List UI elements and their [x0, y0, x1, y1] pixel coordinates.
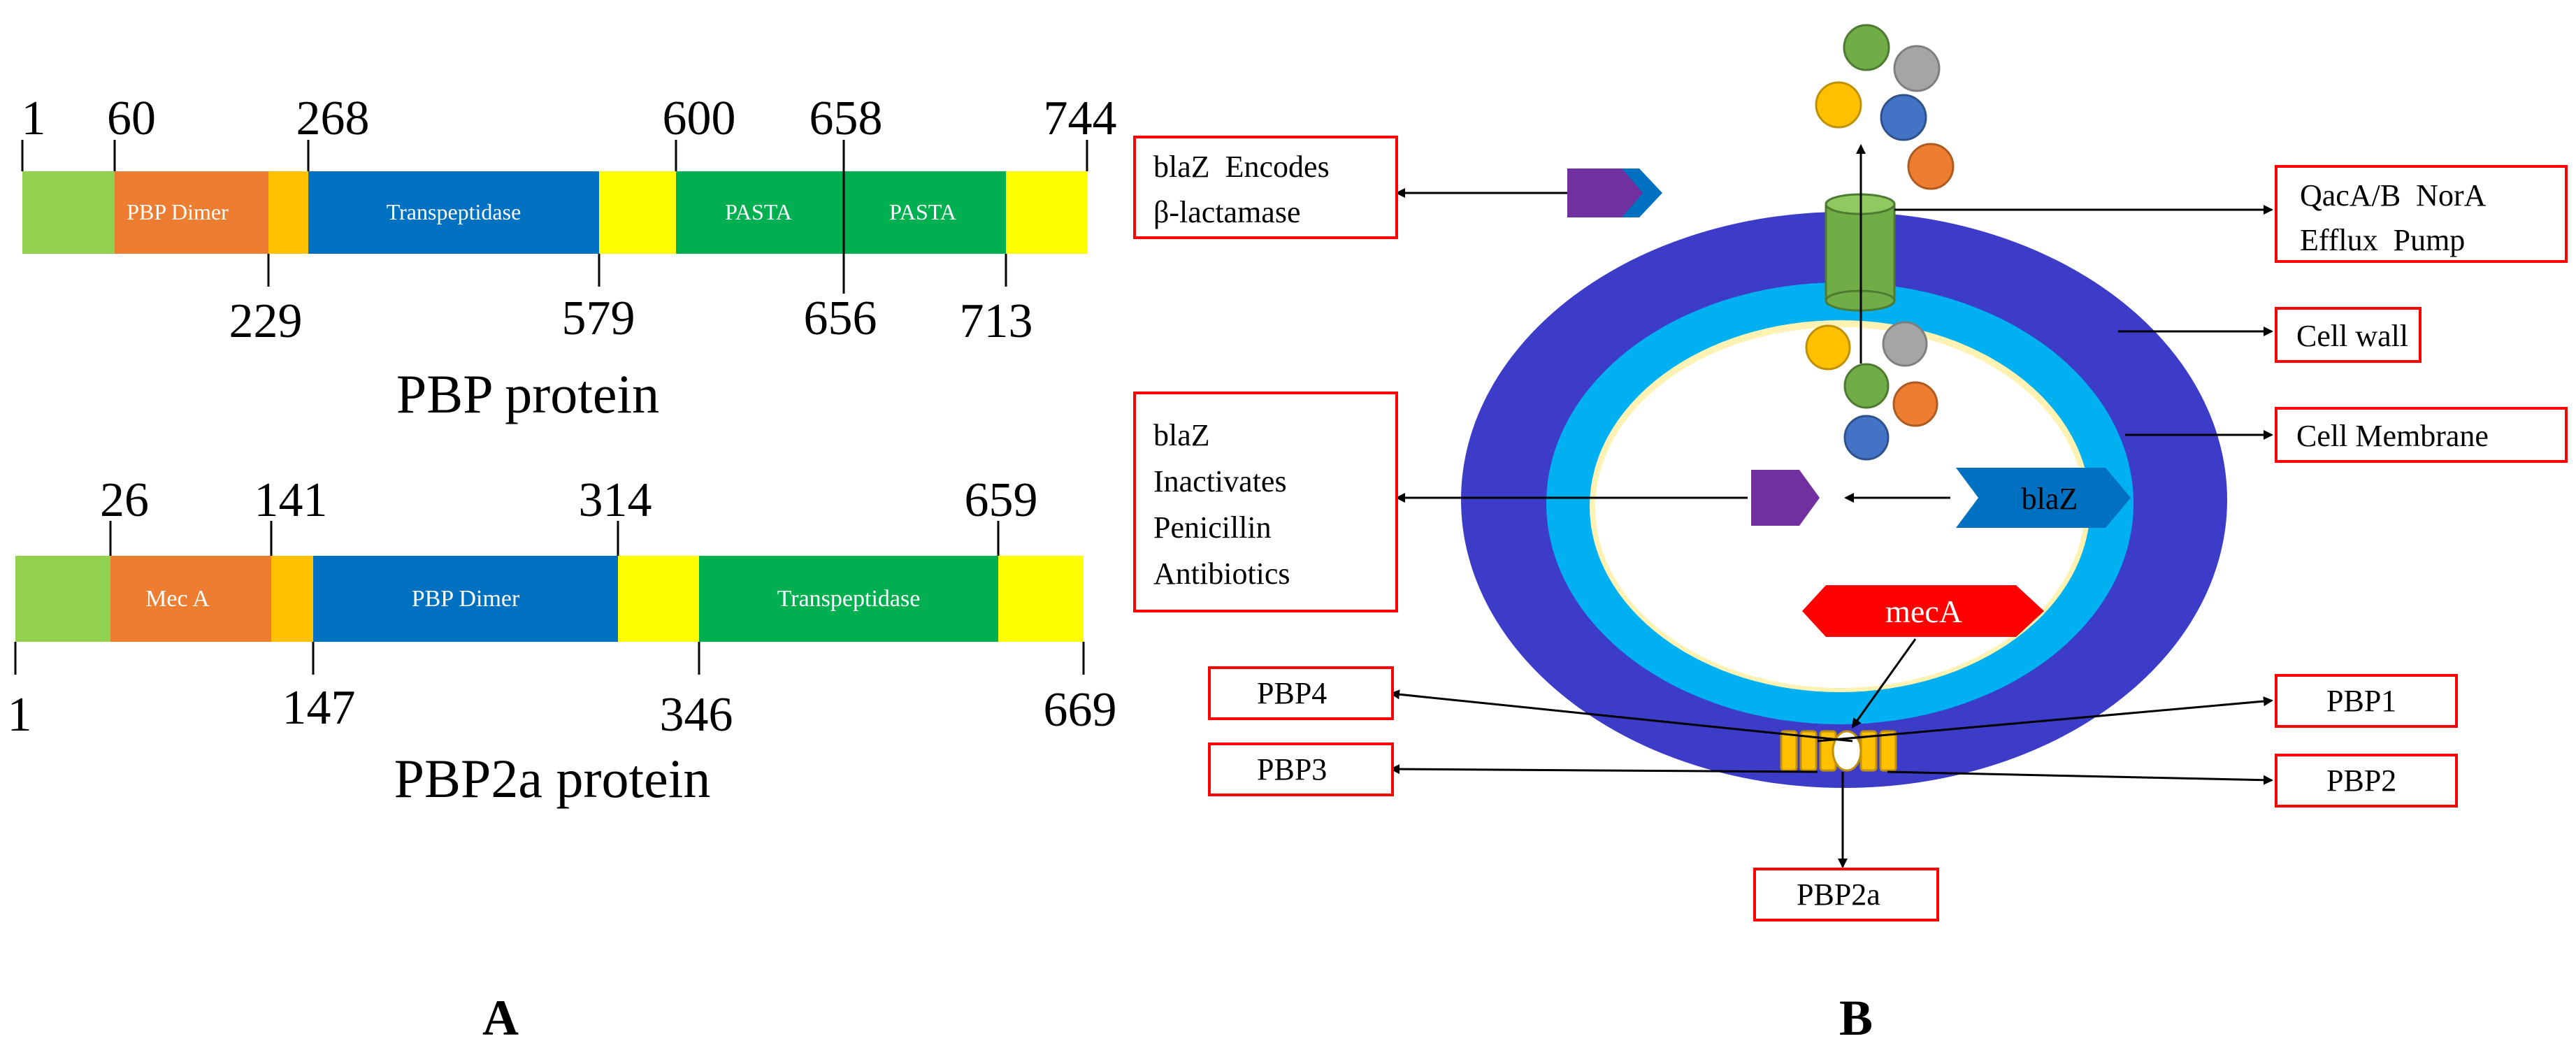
box-efflux-pump	[2275, 165, 2568, 263]
label-efflux-line1: QacA/B NorA	[2300, 178, 2487, 213]
pbp-num-744: 744	[1044, 92, 1117, 145]
pbp2a-segment-transpeptidase	[699, 556, 998, 642]
pbp-num-60: 60	[107, 92, 156, 145]
meca-gene-icon: mecA	[1802, 585, 2044, 637]
pbp-num-600: 600	[663, 92, 736, 145]
label-efflux-line2: Efflux Pump	[2300, 223, 2465, 257]
blaz-gene-icon-outside	[1567, 168, 1662, 217]
pbp2a-num-1: 1	[8, 688, 32, 742]
label-blaz-inact-line3: Penicillin	[1153, 510, 1272, 545]
pbp-domain-transpeptidase: Transpeptidase	[387, 199, 521, 224]
pbp-proteins-icon	[1780, 730, 1897, 772]
pbp2a-segment-yellow-2	[998, 556, 1084, 642]
pbp-protein-bar: PBP Dimer Transpeptidase PASTA PASTA	[22, 140, 1087, 294]
pbp2a-num-141: 141	[254, 473, 328, 527]
pbp2a-ticks	[14, 521, 1085, 675]
box-pbp4	[1208, 666, 1394, 720]
pbp-segment-nterm	[22, 171, 115, 254]
antibiotic-molecules-inside	[1805, 321, 1938, 461]
label-pbp3: PBP3	[1257, 752, 1327, 787]
label-blaz-encodes-line2: β-lactamase	[1153, 195, 1300, 229]
pbp2a-domain-dimer: PBP Dimer	[412, 586, 520, 612]
meca-gene-label: mecA	[1885, 594, 1962, 629]
pbp-num-579: 579	[562, 292, 635, 345]
pbp-num-229: 229	[229, 294, 303, 348]
pbp-domain-dimer: PBP Dimer	[127, 199, 229, 224]
pbp-segment-dimer	[115, 171, 268, 254]
pbp-num-658: 658	[810, 92, 883, 145]
pbp2a-segment-linker	[271, 556, 313, 642]
pbp2a-domain-meca: Mec A	[145, 586, 210, 612]
pbp-segment-yellow-1	[599, 171, 676, 254]
label-cell-membrane: Cell Membrane	[2296, 419, 2489, 453]
box-pbp3	[1208, 742, 1394, 796]
pbp2a-segment-nterm	[15, 556, 110, 642]
panel-a: PBP Dimer Transpeptidase PASTA PASTA 1 6…	[8, 92, 1117, 1046]
label-pbp1: PBP1	[2326, 684, 2396, 718]
label-pbp2: PBP2	[2326, 763, 2396, 798]
box-blaz-inactivates	[1133, 392, 1398, 612]
pbp2a-protein-bar: Mec A PBP Dimer Transpeptidase	[15, 556, 1084, 642]
blaz-gene-label: blaZ	[2022, 482, 2078, 516]
pbp-num-268: 268	[296, 92, 370, 145]
label-blaz-inact-line4: Antibiotics	[1153, 557, 1290, 591]
panel-a-label: A	[482, 990, 519, 1046]
blaz-gene-icon: blaZ	[1956, 468, 2131, 528]
box-pbp2a	[1753, 868, 1939, 921]
pbp-segment-pasta	[676, 171, 1006, 254]
pbp2a-domain-transpeptidase: Transpeptidase	[777, 586, 921, 612]
antibiotic-molecules-outside	[1815, 24, 1955, 190]
pbp-ticks	[21, 140, 1088, 287]
pbp-domain-pasta-1: PASTA	[725, 199, 792, 224]
pbp2a-num-659: 659	[965, 473, 1038, 527]
pbp2a-num-669: 669	[1044, 683, 1117, 737]
pbp2a-caption: PBP2a protein	[394, 748, 711, 809]
pbp-caption: PBP protein	[396, 364, 659, 424]
box-blaz-encodes	[1133, 136, 1398, 239]
label-pbp4: PBP4	[1257, 676, 1327, 710]
box-cell-membrane	[2275, 407, 2568, 463]
pbp2a-segment-yellow-1	[618, 556, 699, 642]
pbp-segment-linker	[268, 171, 308, 254]
pbp-num-713: 713	[960, 294, 1033, 348]
label-cell-wall: Cell wall	[2296, 319, 2408, 353]
pbp-num-656: 656	[804, 292, 877, 345]
pbp-domain-pasta-2: PASTA	[889, 199, 956, 224]
label-blaz-inact-line1: blaZ	[1153, 418, 1210, 452]
pbp2a-num-314: 314	[579, 473, 652, 527]
pbp-segment-yellow-2	[1006, 171, 1087, 254]
box-pbp2	[2275, 754, 2458, 808]
pbp-segment-transpeptidase	[308, 171, 599, 254]
label-pbp2a: PBP2a	[1797, 877, 1880, 912]
pbp2a-segment-dimer	[313, 556, 618, 642]
panel-b: blaZ mecA	[1133, 24, 2568, 1046]
pbp2a-segment-meca	[110, 556, 271, 642]
pbp2a-num-147: 147	[282, 681, 356, 735]
box-cell-wall	[2275, 307, 2422, 363]
label-blaz-encodes-line1: blaZ Encodes	[1153, 150, 1330, 184]
pbp2a-num-346: 346	[660, 688, 733, 742]
pbp2a-num-26: 26	[100, 473, 149, 527]
panel-b-label: B	[1839, 990, 1873, 1046]
pbp-num-1: 1	[22, 92, 46, 145]
beta-lactamase-icon	[1751, 470, 1820, 526]
label-blaz-inact-line2: Inactivates	[1153, 464, 1287, 498]
box-pbp1	[2275, 674, 2458, 728]
